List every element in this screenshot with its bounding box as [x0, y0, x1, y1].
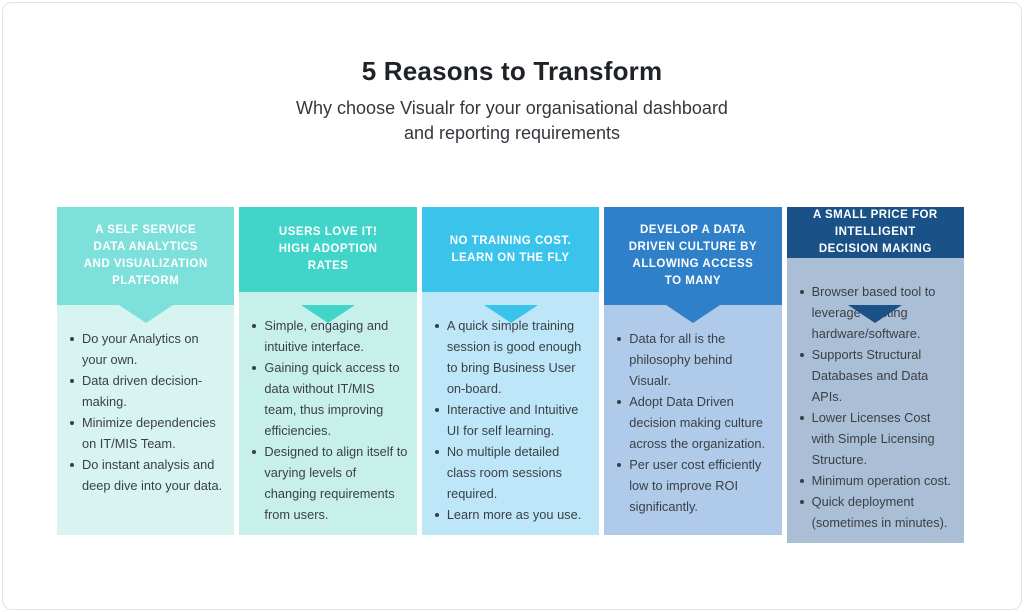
list-item: Simple, engaging and intuitive interface…	[251, 315, 408, 357]
reason-body: Simple, engaging and intuitive interface…	[239, 292, 417, 535]
pointer-arrow	[483, 305, 538, 323]
reason-column-users-love-it: USERS LOVE IT! HIGH ADOPTION RATES Simpl…	[239, 207, 417, 535]
list-item: Minimize dependencies on IT/MIS Team.	[69, 412, 226, 454]
pointer-arrow	[848, 305, 903, 323]
bullet-list: A quick simple training session is good …	[434, 315, 591, 525]
reason-body: Do your Analytics on your own.Data drive…	[57, 305, 235, 535]
reason-column-small-price: A SMALL PRICE FOR INTELLIGENT DECISION M…	[786, 207, 965, 543]
pointer-arrow	[665, 305, 720, 323]
reason-header: USERS LOVE IT! HIGH ADOPTION RATES	[239, 207, 417, 292]
reason-header: DEVELOP A DATA DRIVEN CULTURE BY ALLOWIN…	[604, 207, 782, 305]
bullet-list: Do your Analytics on your own.Data drive…	[69, 328, 226, 496]
list-item: A quick simple training session is good …	[434, 315, 591, 399]
pointer-arrow	[301, 305, 356, 323]
reason-body: A quick simple training session is good …	[421, 292, 600, 535]
bullet-list: Browser based tool to leverage existing …	[799, 281, 956, 533]
list-item: Quick deployment (sometimes in minutes).	[799, 491, 956, 533]
list-item: Do instant analysis and deep dive into y…	[69, 454, 226, 496]
pointer-arrow	[118, 305, 173, 323]
bullet-list: Data for all is the philosophy behind Vi…	[616, 328, 773, 517]
list-item: Data driven decision-making.	[69, 370, 226, 412]
slide-header: 5 Reasons to Transform Why choose Visual…	[0, 0, 1024, 146]
reason-column-no-training-cost: NO TRAINING COST. LEARN ON THE FLY A qui…	[421, 207, 600, 535]
list-item: Gaining quick access to data without IT/…	[251, 357, 408, 441]
list-item: Interactive and Intuitive UI for self le…	[434, 399, 591, 441]
reason-body: Browser based tool to leverage existing …	[786, 258, 965, 543]
bullet-list: Simple, engaging and intuitive interface…	[251, 315, 408, 525]
reason-header: NO TRAINING COST. LEARN ON THE FLY	[421, 207, 600, 292]
reason-column-self-service: A SELF SERVICE DATA ANALYTICS AND VISUAL…	[57, 207, 235, 535]
reason-column-data-driven-culture: DEVELOP A DATA DRIVEN CULTURE BY ALLOWIN…	[604, 207, 782, 535]
list-item: No multiple detailed class room sessions…	[434, 441, 591, 504]
list-item: Per user cost efficiently low to improve…	[616, 454, 773, 517]
list-item: Minimum operation cost.	[799, 470, 956, 491]
reason-header: A SELF SERVICE DATA ANALYTICS AND VISUAL…	[57, 207, 235, 305]
list-item: Designed to align itself to varying leve…	[251, 441, 408, 525]
list-item: Adopt Data Driven decision making cultur…	[616, 391, 773, 454]
list-item: Do your Analytics on your own.	[69, 328, 226, 370]
list-item: Learn more as you use.	[434, 504, 591, 525]
reasons-columns: A SELF SERVICE DATA ANALYTICS AND VISUAL…	[57, 207, 965, 543]
list-item: Supports Structural Databases and Data A…	[799, 344, 956, 407]
list-item: Lower Licenses Cost with Simple Licensin…	[799, 407, 956, 470]
page-subtitle: Why choose Visualr for your organisation…	[296, 98, 728, 143]
page-title: 5 Reasons to Transform	[361, 56, 663, 86]
list-item: Data for all is the philosophy behind Vi…	[616, 328, 773, 391]
reason-body: Data for all is the philosophy behind Vi…	[604, 305, 782, 535]
reason-header: A SMALL PRICE FOR INTELLIGENT DECISION M…	[786, 207, 965, 258]
